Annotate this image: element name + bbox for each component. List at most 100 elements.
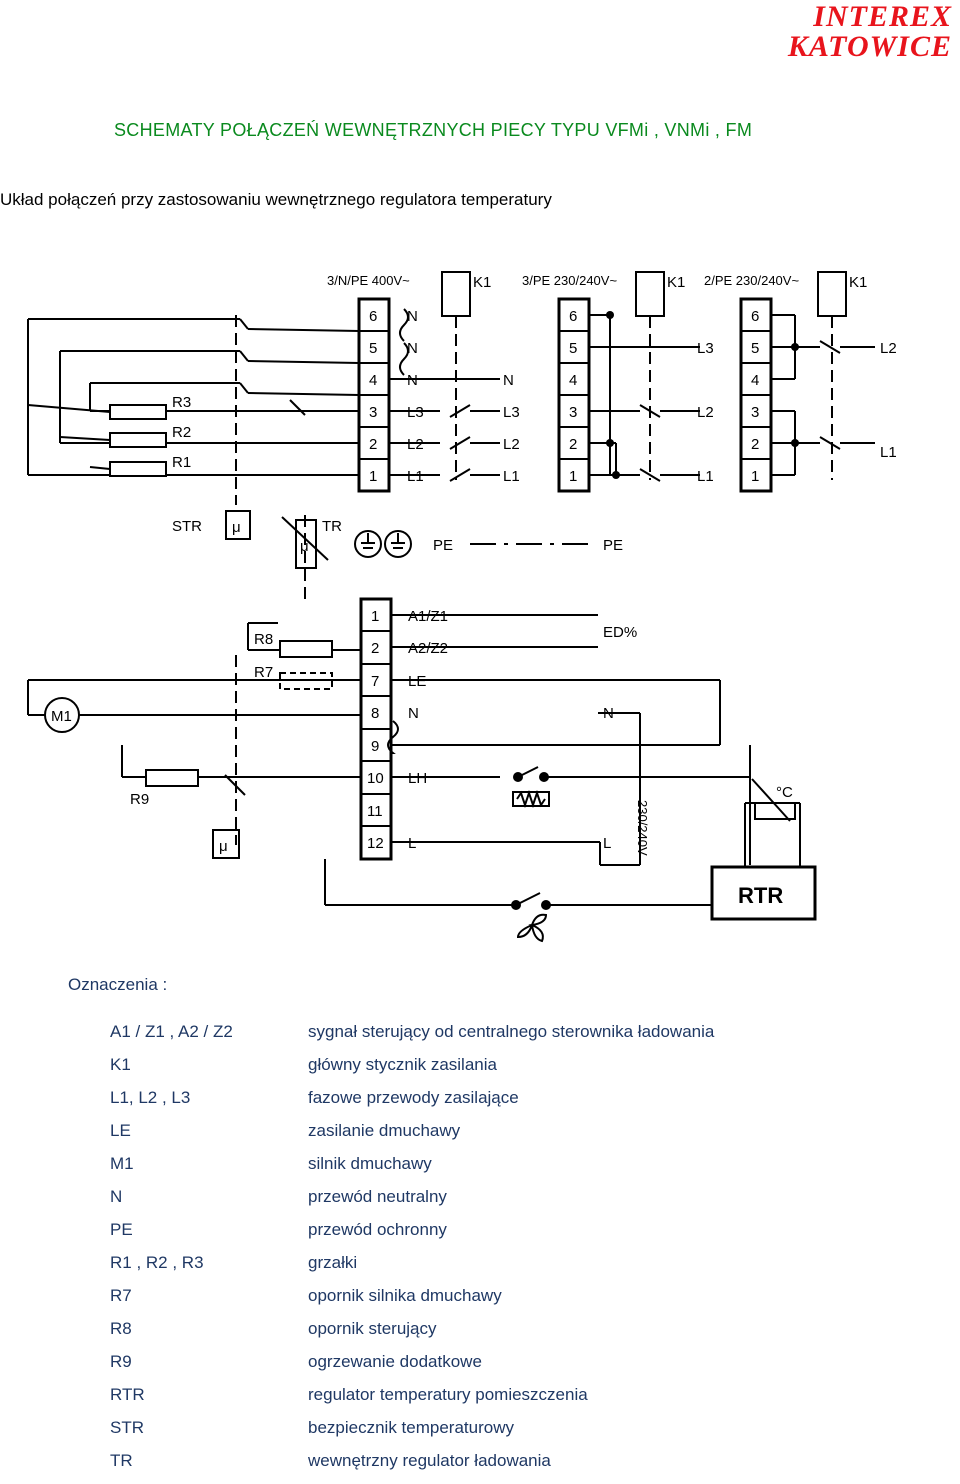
term1-out-l1: L1	[503, 468, 520, 485]
str-box	[225, 510, 251, 540]
term1-label-l2: L2	[407, 436, 424, 453]
legend-key: R8	[110, 1319, 132, 1338]
term1-out-n: N	[503, 372, 514, 389]
ctrl-term-10: 10	[367, 770, 384, 787]
wiring-diagram: 3/N/PE 400V~ 3/PE 230/240V~ 2/PE 230/240…	[27, 271, 897, 943]
term3-5: 5	[751, 340, 759, 357]
legend-key: LE	[110, 1121, 131, 1140]
k1-coil-3	[817, 271, 847, 317]
term2-5: 5	[569, 340, 577, 357]
legend-desc: opornik sterujący	[308, 1319, 437, 1338]
voltage-label: 230/240V	[635, 800, 650, 856]
term1-6: 6	[369, 308, 377, 325]
tr-box	[295, 519, 317, 569]
rtr-label: RTR	[738, 883, 783, 908]
legend-desc: opornik silnika dmuchawy	[308, 1286, 502, 1305]
term3-1: 1	[751, 468, 759, 485]
term3-6: 6	[751, 308, 759, 325]
legend-desc: zasilanie dmuchawy	[308, 1121, 461, 1140]
legend-key: PE	[110, 1220, 133, 1239]
heater-r1-label: R1	[172, 454, 191, 471]
k1-label-3: K1	[849, 274, 867, 291]
legend-key: L1, L2 , L3	[110, 1088, 191, 1107]
legend-desc: grzałki	[308, 1253, 358, 1272]
term2-1: 1	[569, 468, 577, 485]
m1-label: M1	[51, 708, 72, 725]
heater-r3-label: R3	[172, 394, 191, 411]
legend-desc: silnik dmuchawy	[308, 1154, 432, 1173]
legend-key: R9	[110, 1352, 132, 1371]
logo-line-2: KATOWICE	[787, 30, 952, 63]
legend-key: R7	[110, 1286, 132, 1305]
legend-row: R8 opornik sterujący	[110, 1319, 890, 1352]
r9-label: R9	[130, 791, 149, 808]
term3-4: 4	[751, 372, 759, 389]
legend-desc: wewnętrzny regulator ładowania	[308, 1451, 551, 1470]
r7-label: R7	[254, 664, 273, 681]
ctrl-label-a2z2: A2/Z2	[408, 640, 448, 657]
logo-line-1: INTEREX	[813, 0, 952, 33]
r8-label: R8	[254, 631, 273, 648]
heater-r2-label: R2	[172, 424, 191, 441]
tr-label: TR	[322, 518, 342, 535]
term1-1: 1	[369, 468, 377, 485]
ctrl-term-7: 7	[371, 673, 379, 690]
ctrl-label-le: LE	[408, 673, 426, 690]
ctrl-label-l: L	[408, 835, 416, 852]
ctrl-term-11: 11	[367, 803, 383, 820]
str-mu-icon: μ	[232, 519, 241, 536]
legend-key: N	[110, 1187, 123, 1206]
ctrl-term-8: 8	[371, 705, 379, 722]
term1-out-l3: L3	[503, 404, 520, 421]
supply-label-1: 3/N/PE 400V~	[327, 273, 410, 288]
term2-4: 4	[569, 372, 577, 389]
legend-key: STR	[110, 1418, 144, 1437]
str-label: STR	[172, 518, 202, 535]
legend-row: M1 silnik dmuchawy	[110, 1154, 890, 1187]
company-logo: INTEREX KATOWICE	[725, 2, 960, 66]
term1-5: 5	[369, 340, 377, 357]
term1-label-l3: L3	[407, 404, 424, 421]
supply-label-3: 2/PE 230/240V~	[704, 273, 799, 288]
supply-label-2: 3/PE 230/240V~	[522, 273, 617, 288]
deg-c-label: °C	[776, 784, 793, 801]
k1-coil-2	[635, 271, 665, 317]
ctrl-term-1: 1	[371, 608, 379, 625]
n-right-label: N	[603, 705, 614, 722]
term3-2: 2	[751, 436, 759, 453]
tr-mu-icon: μ	[300, 538, 309, 555]
k1-label-2: K1	[667, 274, 685, 291]
term1-3: 3	[369, 404, 377, 421]
rtr-box	[710, 865, 817, 921]
page-title: SCHEMATY POŁĄCZEŃ WEWNĘTRZNYCH PIECY TYP…	[114, 120, 753, 140]
ctrl-label-a1z1: A1/Z1	[408, 608, 448, 625]
ctrl-term-9: 9	[371, 738, 379, 755]
term2-out-l1: L1	[697, 468, 714, 485]
term1-out-l2: L2	[503, 436, 520, 453]
pe-label-right: PE	[603, 537, 623, 554]
k1-label-1: K1	[473, 274, 491, 291]
legend-desc: przewód ochronny	[308, 1220, 447, 1239]
term2-6: 6	[569, 308, 577, 325]
legend-desc: regulator temperatury pomieszczenia	[308, 1385, 588, 1404]
pe-label-left: PE	[433, 537, 453, 554]
page-subtitle: Układ połączeń przy zastosowaniu wewnętr…	[0, 190, 552, 209]
term1-label-n3: N	[407, 372, 418, 389]
ctrl-label-n: N	[408, 705, 419, 722]
r9-mu-icon: μ	[219, 838, 228, 855]
term3-3: 3	[751, 404, 759, 421]
k1-coil-1	[441, 271, 471, 317]
legend-row: PE przewód ochronny	[110, 1220, 890, 1253]
legend-key: TR	[110, 1451, 133, 1470]
legend-key: K1	[110, 1055, 131, 1074]
term3-out-l2: L2	[880, 340, 897, 357]
legend-key: M1	[110, 1154, 134, 1173]
legend-key: A1 / Z1 , A2 / Z2	[110, 1022, 233, 1041]
